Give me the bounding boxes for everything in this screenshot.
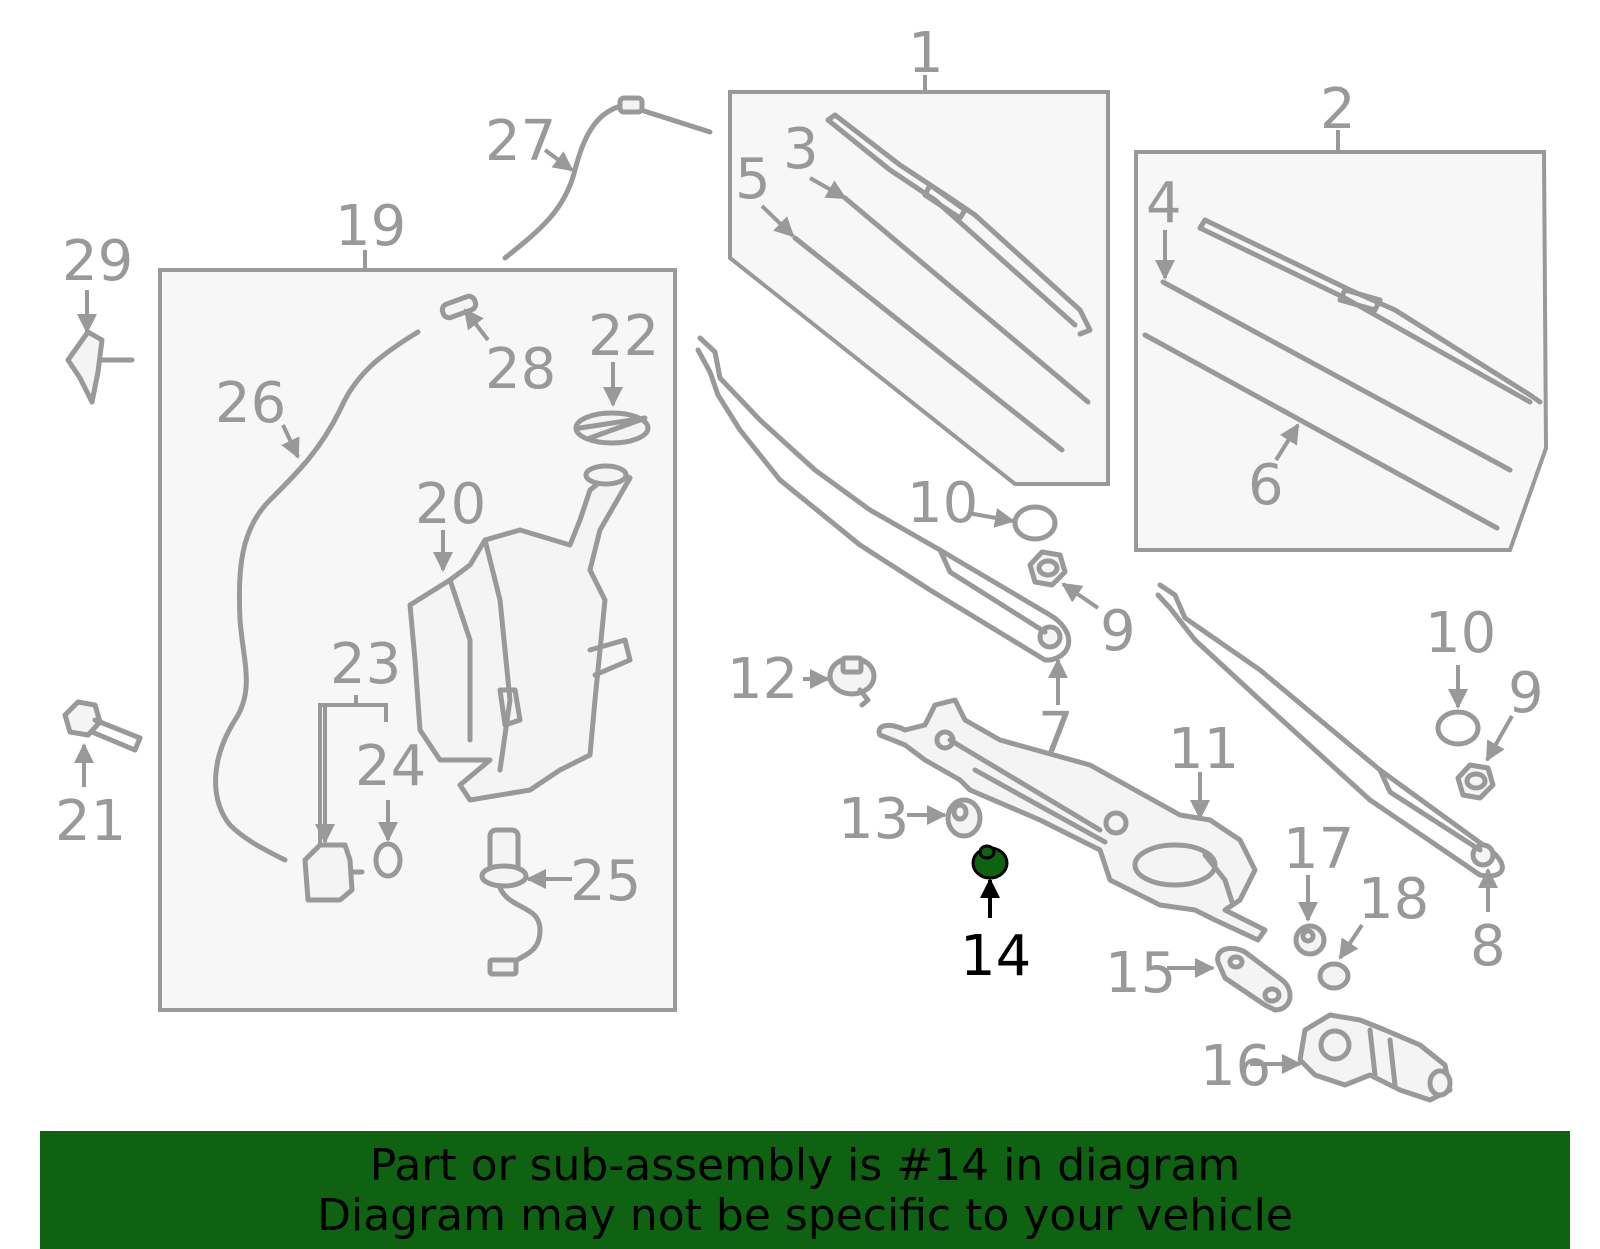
wiper-motor-16 (1297, 1012, 1453, 1103)
bushing-13 (945, 797, 983, 839)
callout-26: 26 (215, 371, 286, 436)
callout-10a: 10 (907, 471, 978, 536)
callout-29: 29 (62, 229, 133, 294)
pump-23 (302, 842, 365, 903)
reservoir-20 (407, 463, 633, 803)
cap-22 (573, 410, 651, 446)
blade-refill-6 (1142, 332, 1500, 531)
callout-1: 1 (908, 21, 944, 86)
blade-insert-4 (1160, 279, 1513, 473)
bolt-12 (827, 655, 877, 708)
callout-8: 8 (1470, 914, 1506, 979)
bracket-15 (1215, 945, 1293, 1013)
callout-7: 7 (1038, 701, 1074, 766)
callout-2: 2 (1320, 77, 1356, 142)
callout-11: 11 (1168, 717, 1239, 782)
callout-18: 18 (1358, 867, 1429, 932)
nut-14-highlighted[interactable] (971, 844, 1009, 880)
callout-6: 6 (1248, 453, 1284, 518)
wiper-blade-2 (1202, 217, 1543, 405)
callout-16: 16 (1200, 1034, 1271, 1099)
callout-28: 28 (485, 337, 556, 402)
nut-9b (1455, 762, 1496, 801)
wiper-arm-8 (1155, 582, 1505, 879)
callout-20: 20 (415, 472, 486, 537)
callout-13: 13 (838, 787, 909, 852)
callout-12: 12 (727, 647, 798, 712)
seal-24 (373, 841, 403, 879)
info-banner: Part or sub-assembly is #14 in diagram D… (40, 1131, 1570, 1249)
callout-10b: 10 (1425, 601, 1496, 666)
callout-21: 21 (55, 789, 126, 854)
wiper-blade-box-2 (1134, 150, 1549, 552)
blade-refill-5 (792, 235, 1065, 453)
callout-27: 27 (485, 109, 556, 174)
callout-3: 3 (783, 117, 819, 182)
callout-24: 24 (355, 734, 426, 799)
callout-17: 17 (1283, 817, 1354, 882)
banner-line-2: Diagram may not be specific to your vehi… (317, 1190, 1293, 1241)
callout-5: 5 (735, 147, 771, 212)
callout-4: 4 (1146, 171, 1182, 236)
cap-10a (1012, 504, 1058, 542)
callout-14: 14 (960, 924, 1031, 989)
callout-9b: 9 (1508, 661, 1544, 726)
blade-insert-3 (842, 195, 1091, 405)
hose-26 (213, 329, 421, 863)
washer-hose-27 (502, 102, 713, 261)
bolt-21 (62, 699, 143, 753)
leader-lines (74, 148, 1514, 1074)
wiper-arm-7 (695, 335, 1072, 663)
callout-9a: 9 (1100, 599, 1136, 664)
callout-25: 25 (570, 849, 641, 914)
clip-29 (65, 329, 135, 405)
wiper-blade-1 (832, 112, 1093, 337)
grommet-28 (439, 293, 479, 321)
cap-10b (1435, 709, 1481, 747)
callout-22: 22 (588, 304, 659, 369)
nut-9a (1027, 549, 1068, 588)
banner-line-1: Part or sub-assembly is #14 in diagram (369, 1140, 1241, 1191)
callout-19: 19 (335, 194, 406, 259)
callouts: 1 2 3 4 5 6 7 8 9 9 10 10 11 12 13 14 15… (55, 21, 1544, 1099)
callout-23: 23 (330, 632, 401, 697)
callout-15: 15 (1105, 941, 1176, 1006)
cap-18 (1317, 961, 1351, 991)
